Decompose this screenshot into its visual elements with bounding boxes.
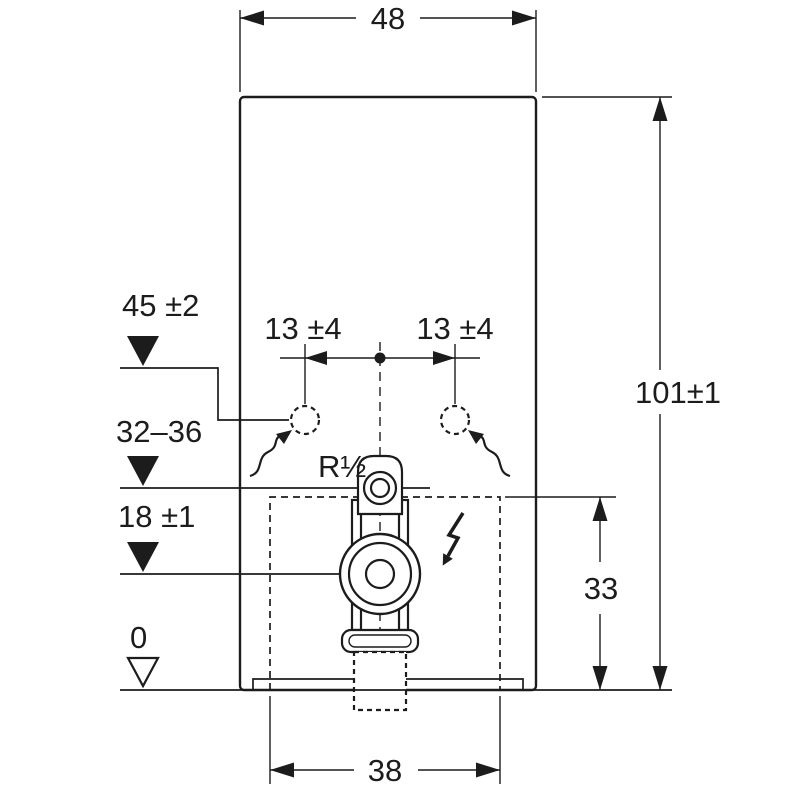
level-45-marker [127, 336, 159, 366]
floor-level-marker [126, 656, 160, 689]
recess-height-dimension: 33 [505, 496, 618, 690]
drill-hole-left [289, 404, 321, 436]
lightning-icon [446, 512, 465, 557]
hole-offset-dimension: 13 ±4 13 ±4 [264, 311, 494, 365]
level-18-label: 18 ±1 [118, 499, 195, 534]
level-18-marker [127, 542, 159, 572]
level-32-36-marker [127, 456, 159, 486]
level-32-36-label: 32–36 [116, 414, 202, 449]
hole-offset-left-label: 13 ±4 [264, 311, 341, 346]
recess-width-dimension: 38 [269, 696, 501, 788]
mounting-plate [340, 628, 420, 654]
flexible-arrow-right [478, 434, 511, 478]
flexible-arrow-left [249, 434, 282, 478]
overall-height-dimension: 101±1 [542, 96, 721, 690]
recess-height-label: 33 [584, 571, 618, 606]
level-45-label: 45 ±2 [122, 288, 199, 323]
overall-height-label: 101±1 [635, 375, 721, 410]
top-width-label: 48 [371, 1, 405, 36]
center-datum-dot [374, 352, 386, 364]
drill-hole-right [439, 404, 471, 436]
floor-level-label: 0 [130, 620, 147, 655]
hole-offset-right-label: 13 ±4 [416, 311, 493, 346]
recess-zone [269, 496, 501, 690]
drill-holes [249, 404, 511, 478]
recess-width-label: 38 [368, 753, 402, 788]
drain-fitting [338, 454, 422, 712]
level-markers: 45 ±2 32–36 18 ±1 0 R½ [116, 288, 366, 689]
top-width-dimension: 48 [239, 1, 537, 92]
floor-drain-pipe [352, 650, 408, 712]
thread-size-label: R½ [318, 449, 366, 484]
electrical-symbol [442, 512, 465, 566]
